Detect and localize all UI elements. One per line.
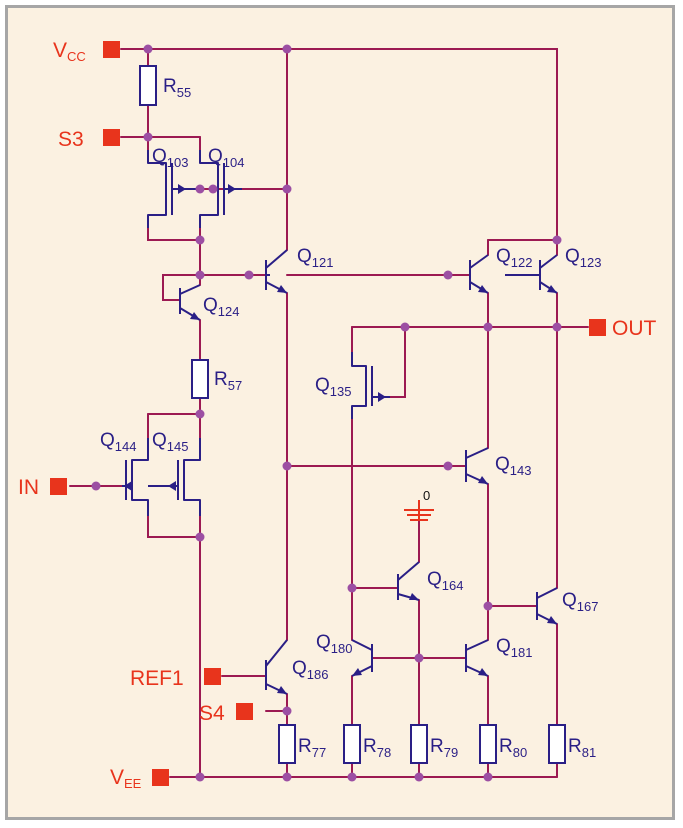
label-r57: R57 (214, 369, 242, 393)
pin-ref1 (204, 668, 221, 685)
resistor-r80 (479, 724, 497, 764)
junction-dots (91, 44, 562, 782)
pin-in (50, 478, 67, 495)
port-label-ref1: REF1 (130, 667, 184, 690)
label-q143: Q143 (495, 454, 531, 478)
pin-vee (152, 769, 169, 786)
label-q164: Q164 (427, 569, 463, 593)
bjt-q167 (536, 587, 558, 625)
mosfet-q135 (351, 352, 390, 419)
label-q124: Q124 (203, 295, 239, 319)
ground-label: 0 (423, 488, 430, 503)
label-q180: Q180 (316, 632, 352, 656)
pin-vcc (103, 41, 120, 58)
label-q135: Q135 (315, 375, 351, 399)
pin-s3 (103, 129, 120, 146)
pin-out (589, 319, 606, 336)
resistor-r77 (278, 724, 296, 764)
port-label-s4: S4 (199, 702, 225, 725)
label-r81: R81 (568, 736, 596, 760)
bjt-q181 (465, 639, 489, 677)
resistor-r57 (191, 359, 209, 399)
mosfet-q104 (199, 150, 242, 228)
mosfet-q103 (147, 150, 200, 228)
resistor-r79 (410, 724, 428, 764)
port-label-vcc: VCC (53, 39, 86, 64)
bjt-q164 (397, 561, 420, 601)
label-r77: R77 (298, 736, 326, 760)
pin-s4 (236, 703, 253, 720)
label-q104: Q104 (208, 146, 244, 170)
label-q145: Q145 (152, 430, 188, 454)
label-q167: Q167 (562, 590, 598, 614)
bjt-q123 (505, 254, 558, 294)
port-label-out: OUT (612, 317, 657, 340)
bjt-q180 (351, 639, 373, 677)
resistor-r78 (343, 724, 361, 764)
label-q121: Q121 (297, 246, 333, 270)
label-r80: R80 (499, 736, 527, 760)
label-q144: Q144 (100, 430, 136, 454)
label-r78: R78 (363, 736, 391, 760)
resistor-r55 (139, 65, 157, 106)
label-q181: Q181 (496, 636, 532, 660)
port-label-vee: VEE (110, 766, 142, 791)
bjt-q186 (265, 639, 288, 695)
port-label-in: IN (18, 476, 39, 499)
bjt-q122 (469, 254, 489, 294)
bjt-q143 (465, 447, 489, 485)
label-r79: R79 (430, 736, 458, 760)
label-q123: Q123 (565, 246, 601, 270)
label-q103: Q103 (152, 146, 188, 170)
ground-symbol: 0 (404, 488, 434, 521)
mosfet-q145 (148, 438, 201, 516)
resistor-r81 (548, 724, 566, 764)
label-r55: R55 (163, 76, 191, 100)
bjt-q121 (265, 249, 288, 294)
label-q122: Q122 (496, 246, 532, 270)
port-label-s3: S3 (58, 128, 84, 151)
mosfet-q144 (122, 438, 149, 516)
bjt-q124 (179, 284, 201, 321)
label-q186: Q186 (292, 658, 328, 682)
